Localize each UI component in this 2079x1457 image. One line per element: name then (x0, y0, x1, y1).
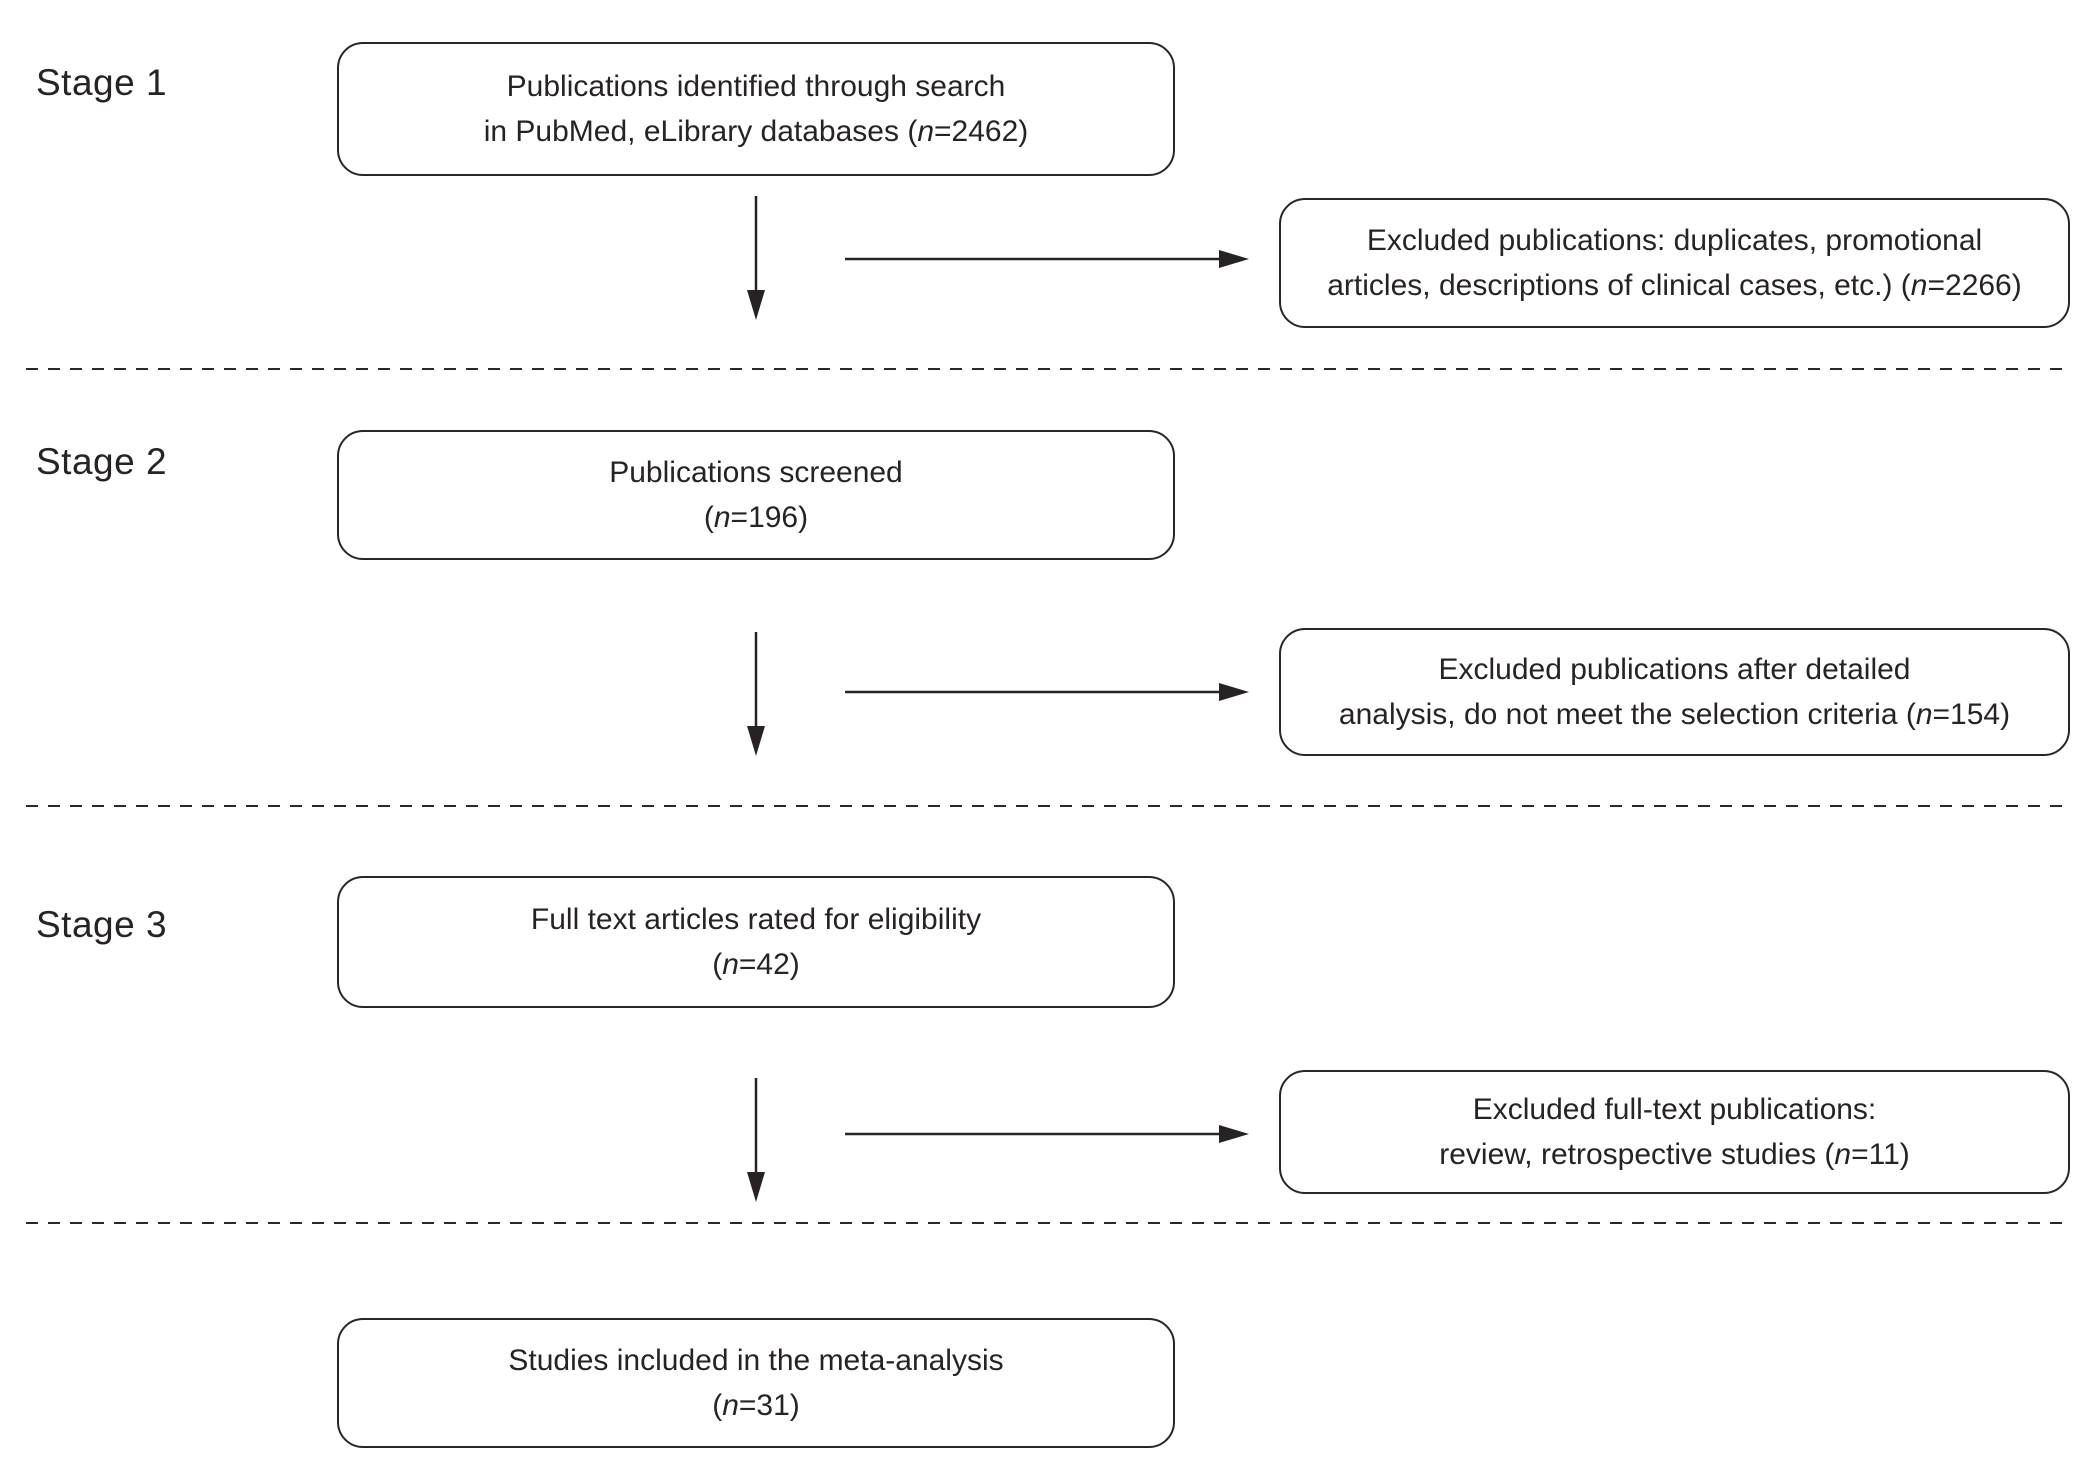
arrow-down-icon (747, 632, 765, 756)
arrow-right-icon (845, 1125, 1249, 1143)
stage-divider (26, 368, 2068, 370)
included-studies-box: Studies included in the meta-analysis (n… (337, 1318, 1175, 1448)
box-text-line: Full text articles rated for eligibility (530, 903, 982, 936)
stage-divider (26, 1222, 2068, 1224)
stage-divider (26, 805, 2068, 807)
arrow-down-icon (747, 1078, 765, 1202)
stage-2-main-box: Publications screened (n=196) (337, 430, 1175, 560)
arrow-right-icon (845, 683, 1249, 701)
box-text-line: articles, descriptions of clinical cases… (1327, 269, 2022, 302)
box-text-line: Publications identified through search (506, 70, 1006, 103)
stage-3-excluded-box: Excluded full-text publications: review,… (1279, 1070, 2070, 1194)
box-text-line: (n=196) (703, 501, 809, 534)
arrow-right-icon (845, 250, 1249, 268)
stage-1-excluded-box: Excluded publications: duplicates, promo… (1279, 198, 2070, 328)
box-text-line: (n=42) (712, 948, 800, 981)
box-text-line: Excluded publications after detailed (1438, 653, 1911, 686)
stage-3-main-box: Full text articles rated for eligibility… (337, 876, 1175, 1008)
box-text-line: Excluded publications: duplicates, promo… (1366, 224, 1983, 257)
stage-2-label: Stage 2 (36, 441, 168, 482)
stage-3-label: Stage 3 (36, 904, 168, 945)
stage-1-label: Stage 1 (36, 62, 168, 103)
stage-1-main-box: Publications identified through search i… (337, 42, 1175, 176)
box-text-line: analysis, do not meet the selection crit… (1338, 698, 2011, 731)
box-text-line: (n=31) (712, 1389, 800, 1422)
arrow-down-icon (747, 196, 765, 320)
box-text-line: review, retrospective studies (n=11) (1439, 1138, 1910, 1171)
box-text-line: Publications screened (609, 456, 903, 489)
box-text-line: Studies included in the meta-analysis (508, 1344, 1004, 1377)
box-text-line: Excluded full-text publications: (1472, 1093, 1877, 1126)
box-text-line: in PubMed, eLibrary databases (n=2462) (483, 115, 1029, 148)
stage-2-excluded-box: Excluded publications after detailed ana… (1279, 628, 2070, 756)
